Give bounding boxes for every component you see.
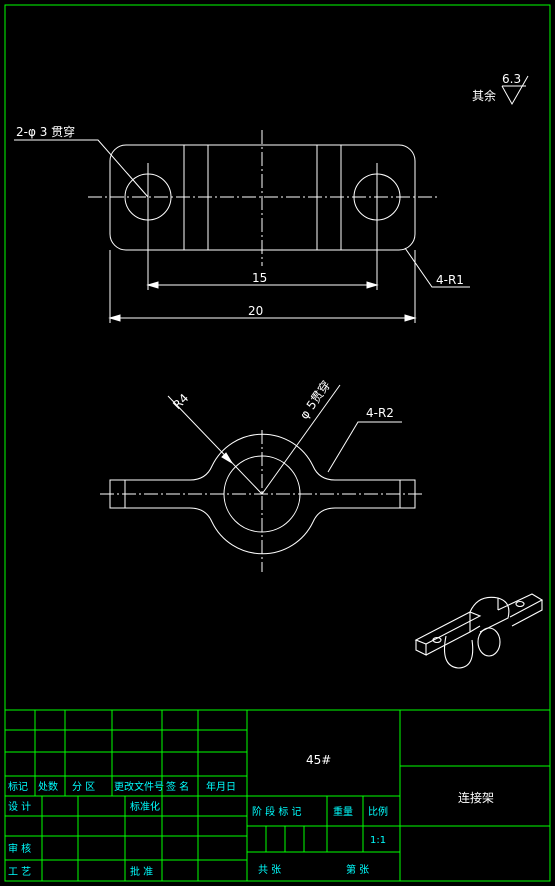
sheet-border: [4, 4, 551, 882]
isometric-view: [414, 593, 544, 669]
material-value: 45#: [306, 753, 331, 767]
label-stage-mark: 阶 段 标 记: [252, 805, 302, 818]
label-review: 审 核: [8, 842, 31, 855]
header-count: 处数: [38, 780, 58, 793]
title-block: [5, 709, 550, 881]
dim-20-label: 20: [248, 304, 263, 318]
header-docno: 更改文件号: [114, 780, 164, 793]
label-standard: 标准化: [130, 800, 160, 813]
roughness-label: 其余: [472, 88, 496, 103]
front-view: [100, 384, 425, 572]
label-design: 设 计: [8, 800, 31, 813]
bore-note: φ 5贯穿: [296, 378, 333, 422]
label-sheet-no: 第 张: [346, 863, 369, 876]
scale-value: 1:1: [370, 835, 386, 846]
header-zone: 分 区: [72, 781, 95, 793]
radius-r4-label: R4: [170, 391, 191, 412]
front-view-outline: [109, 433, 416, 555]
dim-15-label: 15: [252, 271, 267, 285]
label-sheets-total: 共 张: [258, 864, 281, 876]
header-mark: 标记: [8, 781, 28, 793]
label-scale: 比例: [368, 805, 388, 818]
label-weight: 重量: [333, 805, 353, 818]
roughness-value: 6.3: [502, 72, 521, 86]
header-date: 年月日: [206, 780, 236, 793]
header-sign: 签 名: [166, 780, 189, 793]
fillet-r1-label: 4-R1: [436, 273, 464, 287]
hole-note: 2-φ 3 贯穿: [16, 124, 75, 139]
label-approve: 批 准: [130, 865, 153, 878]
roughness-symbol: [501, 75, 529, 106]
fillet-r2-label: 4-R2: [366, 406, 394, 420]
top-view: [14, 130, 470, 323]
part-name: 连接架: [458, 790, 494, 805]
label-process: 工 艺: [8, 866, 31, 878]
